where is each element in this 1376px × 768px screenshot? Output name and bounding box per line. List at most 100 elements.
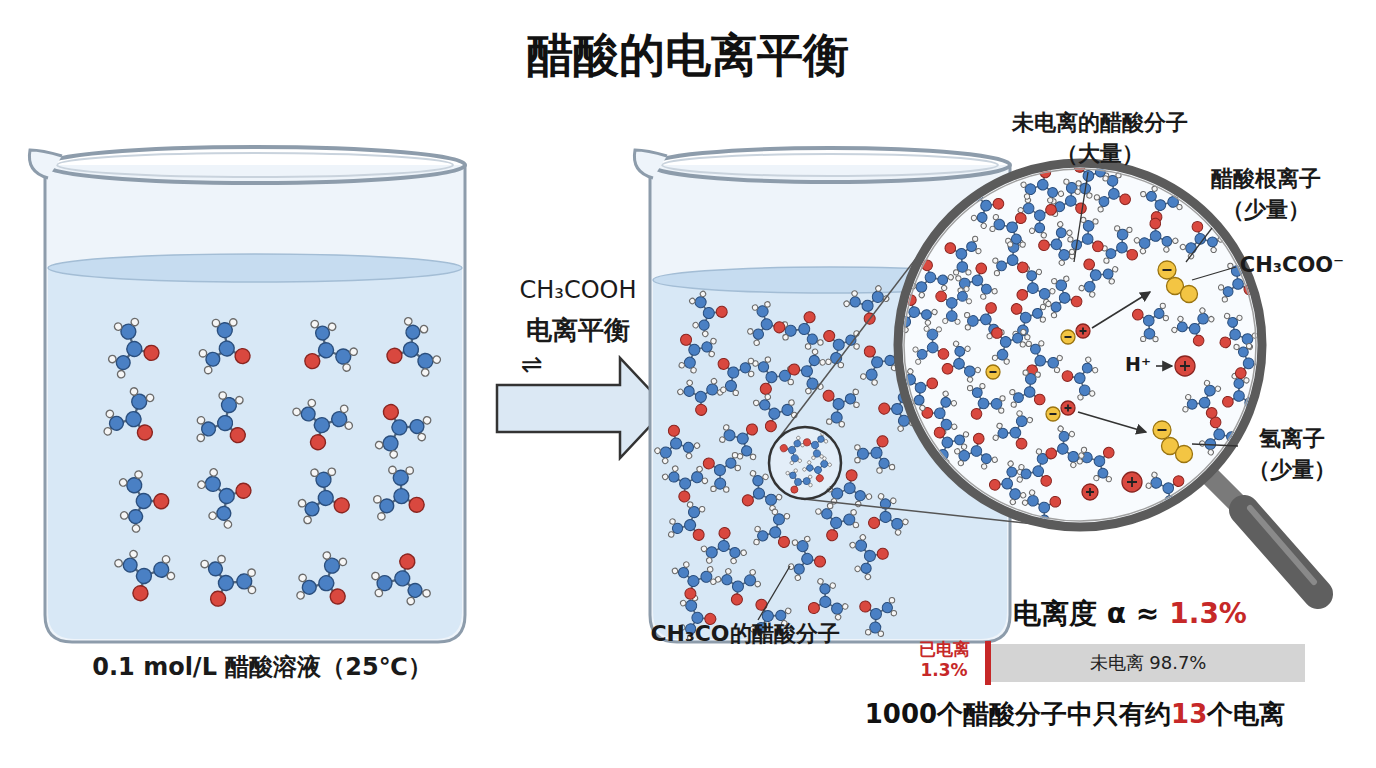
callout-label: 氢离子 （少量） [1227,424,1357,486]
leader-line [1074,172,1088,262]
atom [1078,285,1085,292]
atom [1085,356,1092,363]
atom [1037,500,1052,515]
atom [889,597,895,603]
summary-number: 13 [1171,698,1207,732]
acetic-acid-molecule [802,575,855,627]
atom [871,379,878,386]
atom [990,327,1003,340]
zoom-spot-ring [769,427,841,499]
charge-sign [1131,477,1133,487]
atom [701,330,709,338]
atom [1175,320,1189,334]
atom [972,387,982,397]
charge-sign [990,371,997,373]
atom [991,288,997,294]
atom [1005,465,1019,479]
atom [710,377,718,385]
leader-line [1186,228,1212,262]
atom [875,546,891,562]
molecule-group [98,313,452,613]
atom [752,486,767,501]
atom [1191,333,1206,348]
atom [1114,226,1120,232]
atom [758,361,769,372]
atom [1051,312,1057,318]
formula-label: CH₃COOH [478,275,678,306]
atom [118,477,128,487]
atom [994,270,1000,276]
atom [1020,329,1026,335]
atom [248,586,256,594]
atom [823,329,836,342]
handle-highlight [1250,508,1314,582]
atom [310,469,318,477]
atom [765,357,771,363]
atom [853,522,860,529]
acetic-acid-molecule [751,505,798,553]
atom [208,467,218,477]
atom [166,571,175,580]
atom [796,436,800,440]
atom [422,589,431,598]
atom [403,316,413,326]
atom [1068,237,1074,243]
atom [980,283,992,295]
acetic-acid-molecule [291,389,358,454]
atom [942,390,949,397]
atom [1039,474,1053,488]
atom [1049,237,1064,252]
atom [717,526,732,541]
atom [105,409,114,418]
atom [913,347,918,352]
atom [1061,369,1075,383]
atom [1040,304,1046,310]
atom [961,443,968,450]
atom [939,395,952,408]
atom [1040,316,1046,322]
atom [131,584,150,603]
acetic-acid-molecule [679,285,732,339]
atom [1210,246,1217,253]
atom [855,457,861,463]
hydrogen-ion [1175,356,1195,376]
atom [1026,417,1033,424]
ion-ball [1061,401,1075,415]
atom [690,367,697,374]
atom [1153,336,1159,342]
atom [890,516,905,531]
atom [735,465,741,471]
acetic-acid-molecule [862,490,915,542]
atom [683,561,690,568]
atom [1057,429,1071,443]
acetate-ion [1158,261,1198,303]
acetic-acid-molecule [1101,225,1139,265]
atom [798,458,802,462]
atom [130,317,139,326]
atom [1179,243,1186,250]
acetic-acid-molecule [100,382,164,448]
atom [811,441,820,450]
atom [764,492,779,507]
atom [679,333,693,347]
atom [1024,334,1030,340]
atom [788,379,794,385]
atom [1064,179,1070,185]
atom [218,575,234,591]
atom [972,236,978,242]
atom [1093,455,1106,468]
atom [1066,229,1073,236]
atom [950,400,957,407]
acetic-acid-molecule [379,313,452,385]
hydrogen-ion [1082,484,1098,500]
atom [993,258,999,264]
atom [1171,326,1178,333]
degree-label: 电离度 α ≈ [1013,596,1159,632]
acetic-acid-molecule [713,353,756,398]
atom [389,417,409,437]
atom [342,363,351,372]
atom [723,424,730,431]
atom [685,452,693,460]
atom [233,480,254,501]
atom [863,344,878,359]
